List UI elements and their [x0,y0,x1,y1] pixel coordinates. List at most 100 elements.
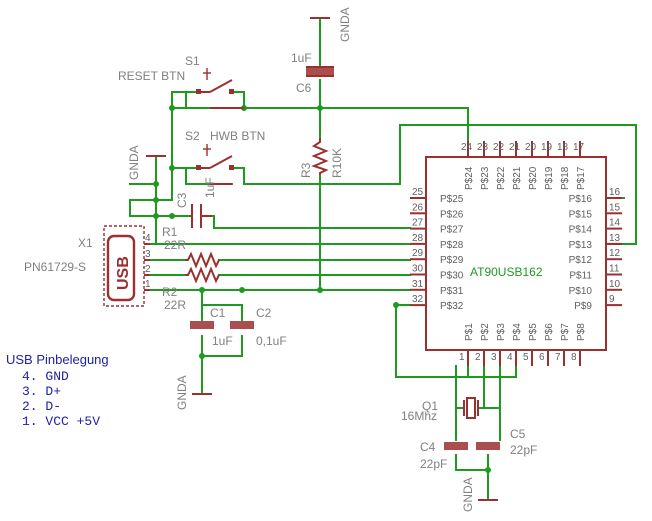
ic-pin-32-number: 32 [412,294,424,305]
x1-value-label: PN61729-S [24,260,86,274]
c4-value-label: 22pF [420,457,447,471]
ic-pin-13-number: 13 [609,233,621,244]
ic-pin-29-name: P$29 [440,255,464,266]
gnda-left-label: GNDA [127,145,141,180]
s2-value-label: HWB BTN [210,129,265,143]
ic-pin-10-name: P$10 [569,286,593,297]
ic-pin-20-number: 20 [525,142,537,153]
ic-pin-15-number: 15 [609,202,621,213]
capacitor-c3 [190,204,212,228]
s2-name-label: S2 [185,129,200,143]
ic-pin-16-name: P$16 [569,194,593,205]
r1-value-label: 22R [164,238,186,252]
c6-value-label: 1uF [291,51,312,65]
ic-pin-9-number: 9 [609,294,615,305]
wires [129,17,637,499]
ic-pin-32-name: P$32 [440,301,464,312]
ic-pin-10-number: 10 [609,279,621,290]
x1-pin-3: 3 [145,249,151,260]
ic-pin-6-number: 6 [539,352,545,363]
x1-pin-2: 2 [145,264,151,275]
resistor-r1 [185,251,220,269]
ic-pin-16-number: 16 [609,187,621,198]
ic-pin-8-name: P$8 [576,323,587,341]
ic-pin-7-number: 7 [555,352,561,363]
c6-name-label: C6 [296,81,312,95]
ic-pin-24-number: 24 [461,142,473,153]
notes-line-1: 4. GND [22,369,69,384]
ic-pin-1-number: 1 [459,352,465,363]
ic-pin-23-name: P$23 [480,166,491,190]
capacitor-c4 [444,442,468,450]
usb-connector-x1 [103,225,150,307]
q1-value-label: 16Mhz [401,409,437,423]
ic-pin-21-name: P$21 [512,166,523,190]
ic-pin-1-name: P$1 [464,323,475,341]
c2-name-label: C2 [256,306,272,320]
c5-value-label: 22pF [510,443,537,457]
ic-pin-25-number: 25 [412,187,424,198]
ic-pin-14-number: 14 [609,218,621,229]
ic-pin-7-name: P$7 [560,323,571,341]
c3-name-label: C3 [175,192,189,208]
r1-name-label: R1 [162,225,178,239]
ic-pin-20-name: P$20 [528,166,539,190]
ic-pin-3-number: 3 [491,352,497,363]
ic-pin-12-name: P$12 [569,255,593,266]
capacitor-c2 [230,321,254,329]
ic-pin-18-number: 18 [557,142,569,153]
r2-name-label: R2 [162,285,178,299]
ic-pin-22-number: 22 [493,142,505,153]
r3-name-label: R3 [299,162,313,178]
ic-pin-2-number: 2 [475,352,481,363]
gnda-crystal-label: GNDA [461,477,475,512]
c5-name-label: C5 [510,427,526,441]
q1-name-label: Q1 [422,399,438,413]
notes-line-2: 3. D+ [22,384,61,399]
ic-pins: 25P$2526P$2627P$2728P$2829P$2930P$3031P$… [410,141,622,366]
resistor-r3 [311,138,329,175]
ic-pin-23-number: 23 [477,142,489,153]
r3-value-label: R10K [330,148,344,178]
notes-title: USB Pinbelegung [6,352,109,367]
ic-pin-22-name: P$22 [496,166,507,190]
notes-line-3: 2. D- [22,399,61,414]
ic-pin-5-name: P$5 [528,323,539,341]
ic-pin-11-number: 11 [609,264,620,275]
ic-pin-3-name: P$3 [496,323,507,341]
c3-value-label: 1uF [203,177,217,198]
junctions [153,105,491,473]
ic-pin-13-name: P$13 [569,240,593,251]
notes-line-4: 1. VCC +5V [22,414,100,429]
crystal-q1 [463,397,479,419]
capacitor-c5 [476,442,500,450]
ic-pin-30-name: P$30 [440,271,464,282]
c2-value-label: 0,1uF [256,334,287,348]
ic-name-label: AT90USB162 [470,265,543,279]
ic-pin-29-number: 29 [412,248,424,259]
resistor-r2 [185,266,220,284]
capacitor-c6 [306,66,334,77]
ic-pin-18-name: P$18 [560,166,571,190]
x1-pin-4: 4 [145,233,151,244]
ic-pin-9-name: P$9 [574,301,592,312]
ic-pin-31-name: P$31 [440,286,464,297]
gnda-c1-label: GNDA [175,375,189,410]
ic-pin-25-name: P$25 [440,194,464,205]
capacitor-c1 [190,321,214,329]
ic-pin-17-number: 17 [573,142,585,153]
s1-value-label: RESET BTN [118,69,185,83]
ic-pin-28-name: P$28 [440,240,464,251]
ic-pin-24-name: P$24 [464,166,475,190]
ic-pin-5-number: 5 [523,352,529,363]
ic-pin-4-number: 4 [507,352,513,363]
c1-name-label: C1 [210,306,226,320]
ic-pin-28-number: 28 [412,233,424,244]
gnda-top-label: GNDA [338,7,352,42]
ic-pin-8-number: 8 [571,352,577,363]
ic-pin-14-name: P$14 [569,225,593,236]
r2-value-label: 22R [164,298,186,312]
ic-pin-31-number: 31 [412,279,424,290]
ic-pin-4-name: P$4 [512,323,523,341]
